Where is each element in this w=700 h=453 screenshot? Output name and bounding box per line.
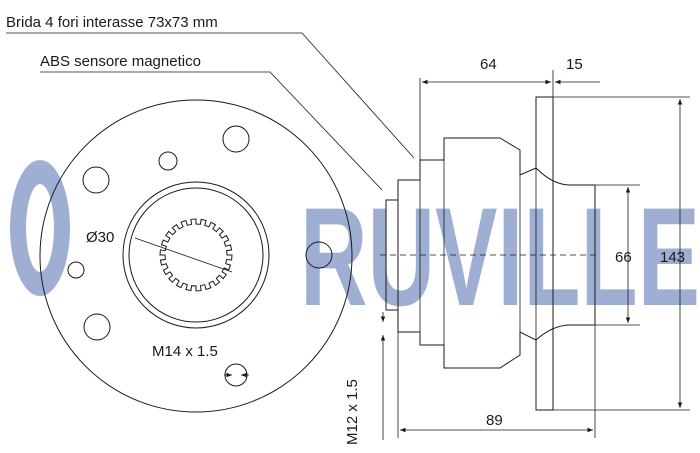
bolt-hole-bottom: [83, 313, 111, 341]
thread-front-label: M14 x 1.5: [152, 343, 218, 360]
spline-teeth: [159, 218, 233, 292]
flange-leader: [6, 32, 415, 159]
side-view: 64 15 66 143 89 M12 x 1.5: [344, 56, 690, 445]
dim-89-label: 89: [486, 412, 503, 429]
hub-inner-ring: [128, 187, 264, 323]
dim-143-label: 143: [660, 249, 685, 266]
front-view: Ø30 M14 x 1.5: [39, 99, 353, 413]
bolt-hole-top: [222, 125, 250, 153]
dim-15-label: 15: [566, 56, 583, 73]
bolt-hole-left: [82, 166, 110, 194]
flange-callout-label: Brida 4 fori interasse 73x73 mm: [6, 14, 218, 31]
abs-leader: [40, 71, 383, 191]
diameter-line: [134, 237, 233, 273]
bolt-hole-right: [305, 241, 333, 269]
dim-66-label: 66: [615, 249, 632, 266]
brand-logo-icon: [10, 160, 70, 296]
brand-watermark: RUVILLE: [10, 160, 700, 335]
thread-side-label: M12 x 1.5: [344, 379, 361, 445]
dim-64-label: 64: [480, 56, 497, 73]
small-hole-top: [158, 151, 178, 171]
watermark-text: RUVILLE: [300, 178, 700, 335]
spline-bore: [159, 218, 233, 292]
flange-outline: [39, 99, 353, 413]
small-hole-left: [67, 261, 85, 279]
hub-outer-ring: [122, 181, 270, 329]
abs-callout-label: ABS sensore magnetico: [40, 53, 201, 70]
diameter-label: Ø30: [86, 229, 114, 246]
callouts: Brida 4 fori interasse 73x73 mm ABS sens…: [6, 14, 415, 191]
